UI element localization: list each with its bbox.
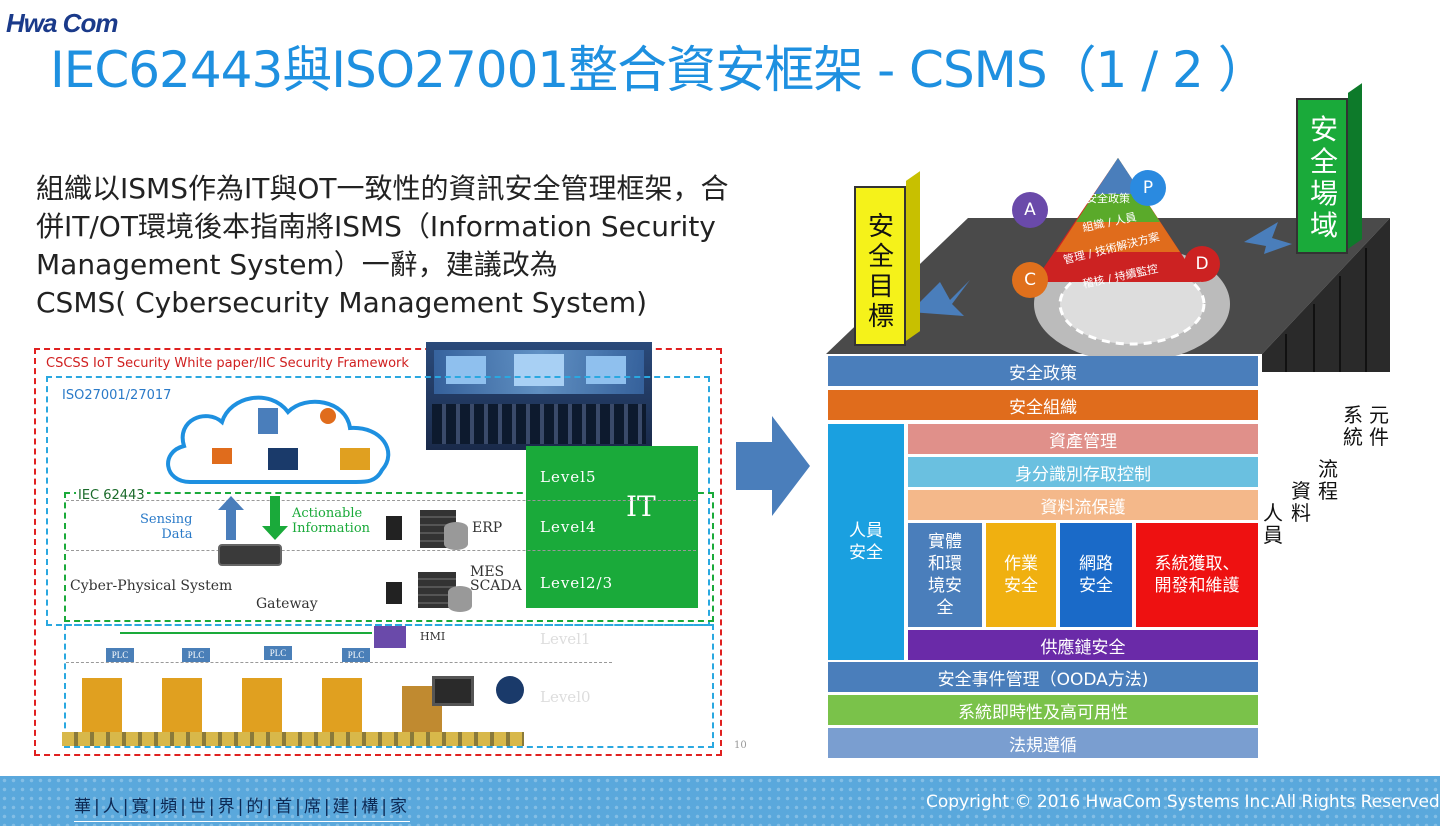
cube-top-face bbox=[826, 158, 1390, 372]
plc-badge: PLC bbox=[342, 648, 370, 662]
database-icon bbox=[444, 522, 468, 550]
level23-label: Level2/3 bbox=[540, 574, 614, 592]
production-line-image bbox=[62, 666, 524, 746]
bar-security-policy: 安全政策 bbox=[828, 356, 1258, 386]
plc-badge: PLC bbox=[264, 646, 292, 660]
bar-asset-mgmt: 資產管理 bbox=[908, 424, 1258, 454]
footer-bar bbox=[0, 776, 1440, 826]
page-number: 10 bbox=[734, 740, 747, 751]
side-label-personnel: 人員 bbox=[1263, 501, 1283, 547]
bar-network: 網路 安全 bbox=[1060, 523, 1132, 627]
ot-frame bbox=[64, 624, 714, 748]
security-goal-pillar: 安全目標 bbox=[854, 186, 906, 346]
level-divider bbox=[66, 550, 696, 551]
hmi-icon bbox=[374, 626, 406, 648]
level5-label: Level5 bbox=[540, 468, 597, 486]
plc-badge: PLC bbox=[106, 648, 134, 662]
bar-dataflow: 資料流保護 bbox=[908, 490, 1258, 520]
security-goal-label: 安全目標 bbox=[868, 212, 895, 332]
side-label-data: 資料 bbox=[1291, 479, 1311, 525]
it-label: IT bbox=[626, 490, 656, 523]
operator-icon bbox=[496, 676, 524, 704]
database-icon bbox=[448, 586, 472, 612]
sensing-data-label: Sensing Data bbox=[140, 512, 193, 542]
pdca-p-pin: P bbox=[1130, 170, 1166, 206]
cloud-icon bbox=[160, 390, 400, 490]
goal-pillar-side bbox=[906, 171, 920, 341]
workstation-icon bbox=[432, 676, 474, 706]
it-zone bbox=[526, 446, 698, 608]
level-divider bbox=[66, 500, 696, 501]
transition-arrow-icon bbox=[736, 416, 810, 520]
side-label-system: 系統 bbox=[1343, 403, 1363, 449]
intro-line: 組織以ISMS作為IT與OT一致性的資訊安全管理框架，合 bbox=[36, 172, 729, 205]
cscss-label: CSCSS IoT Security White paper/IIC Secur… bbox=[46, 356, 409, 371]
side-label-process: 流程 bbox=[1318, 457, 1338, 503]
bar-supply-chain: 供應鏈安全 bbox=[908, 630, 1258, 660]
mes-server-icon bbox=[386, 582, 402, 604]
level0-label: Level0 bbox=[540, 688, 591, 706]
cscss-frame bbox=[34, 348, 722, 756]
bar-incident-mgmt: 安全事件管理（OODA方法) bbox=[828, 662, 1258, 692]
actionable-info-label: Actionable Information bbox=[292, 506, 371, 536]
control-room-image bbox=[426, 342, 652, 450]
hmi-label: HMI bbox=[420, 630, 446, 643]
security-domain-pillar: 安全場域 bbox=[1296, 98, 1348, 254]
bar-physical: 實體 和環 境安 全 bbox=[908, 523, 982, 627]
intro-line: 併IT/OT環境後本指南將ISMS（Information Security bbox=[36, 210, 716, 243]
pdca-a-pin: A bbox=[1012, 192, 1048, 228]
mes-label: MES bbox=[470, 564, 505, 580]
security-domain-label: 安全場域 bbox=[1310, 113, 1339, 242]
erp-server-icon bbox=[386, 516, 402, 540]
pdca-c-pin: C bbox=[1012, 262, 1048, 298]
security-framework-diagram: CSCSS IoT Security White paper/IIC Secur… bbox=[30, 342, 747, 758]
level4-label: Level4 bbox=[540, 518, 597, 536]
intro-line: CSMS( Cybersecurity Management System) bbox=[36, 286, 648, 319]
bar-iam: 身分識別存取控制 bbox=[908, 457, 1258, 487]
gateway-label: Gateway bbox=[256, 596, 318, 612]
domain-pillar-side bbox=[1348, 83, 1362, 249]
bar-availability: 系統即時性及高可用性 bbox=[828, 695, 1258, 725]
bar-ops: 作業 安全 bbox=[986, 523, 1056, 627]
bar-security-org: 安全組織 bbox=[828, 390, 1258, 420]
pdca-d-pin: D bbox=[1184, 246, 1220, 282]
plc-network-line bbox=[120, 632, 372, 634]
iec-label: IEC 62443 bbox=[76, 488, 147, 503]
bar-sysdev: 系統獲取、 開發和維護 bbox=[1136, 523, 1258, 627]
level1-label: Level1 bbox=[540, 630, 591, 648]
plc-badge: PLC bbox=[182, 648, 210, 662]
bar-compliance: 法規遵循 bbox=[828, 728, 1258, 758]
level-divider bbox=[66, 662, 612, 663]
pyramid-policy: 安全政策 bbox=[1086, 192, 1130, 205]
csms-cube: 安全政策 組織 / 人員 管理 / 技術解決方案 稽核 / 持續監控 A P C… bbox=[820, 82, 1420, 762]
down-arrow-icon bbox=[262, 496, 288, 544]
iec-frame bbox=[64, 492, 714, 622]
bar-personnel-security: 人員 安全 bbox=[828, 424, 904, 660]
company-logo: Hwa Com bbox=[6, 8, 118, 38]
erp-label: ERP bbox=[472, 520, 503, 536]
up-arrow-icon bbox=[218, 496, 244, 544]
scada-label: SCADA bbox=[470, 578, 522, 594]
gateway-device-icon bbox=[218, 544, 282, 566]
slide-title: IEC62443與ISO27001整合資安框架 - CSMS（1 / 2 ） bbox=[50, 41, 1268, 99]
footer-motto: 華|人|寬|頻|世|界|的|首|席|建|構|家 bbox=[74, 792, 411, 822]
intro-paragraph: 組織以ISMS作為IT與OT一致性的資訊安全管理框架，合 併IT/OT環境後本指… bbox=[36, 170, 806, 322]
footer-copyright: Copyright © 2016 HwaCom Systems Inc.All … bbox=[926, 792, 1440, 812]
side-label-component: 元件 bbox=[1369, 403, 1389, 449]
intro-line: Management System）一辭，建議改為 bbox=[36, 248, 558, 281]
iso-label: ISO27001/27017 bbox=[62, 388, 172, 403]
cps-label: Cyber-Physical System bbox=[70, 578, 233, 594]
